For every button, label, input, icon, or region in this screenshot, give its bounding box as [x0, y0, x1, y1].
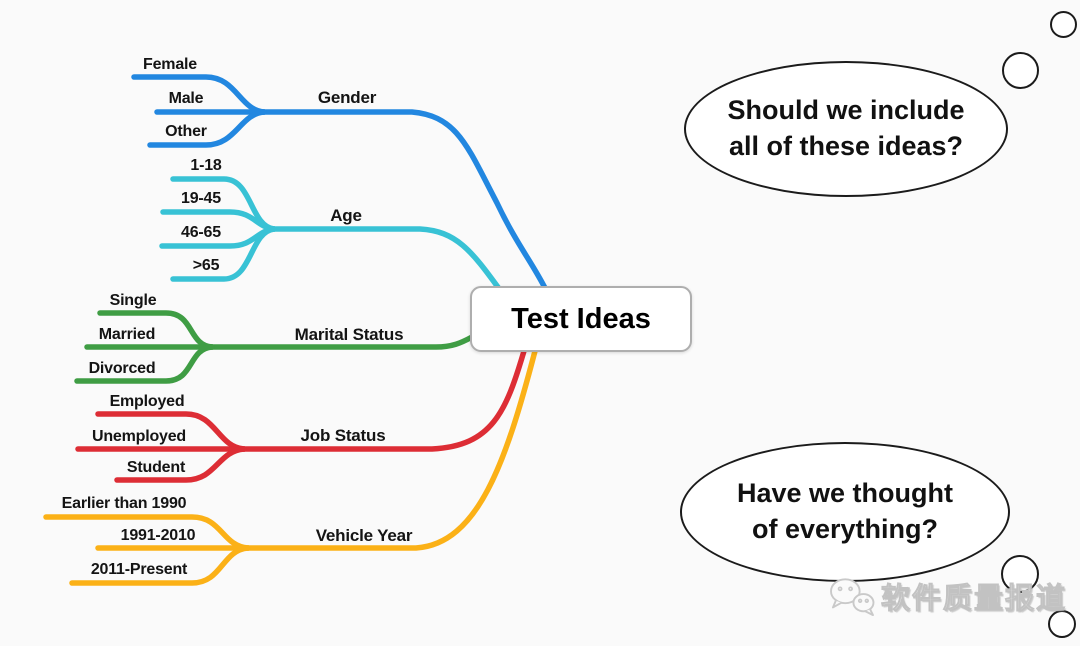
- branch-line-marital-divorced: [74, 344, 215, 384]
- branch-line-age-main: [271, 226, 503, 293]
- thought-trail-circle: [1002, 52, 1039, 89]
- branch-line-job-student: [114, 446, 247, 483]
- branch-line-marital-main: [207, 334, 475, 350]
- gender-branch-lines: [131, 74, 549, 293]
- wechat-logo-icon: [830, 578, 875, 617]
- branch-line-vehicle-main: [245, 348, 538, 551]
- node-label-employed: Employed: [109, 393, 185, 410]
- node-label-gt65: >65: [192, 257, 220, 274]
- node-label-other: Other: [165, 123, 207, 140]
- thought-trail-circle: [1050, 11, 1077, 38]
- age-branch-lines: [159, 176, 503, 293]
- thought-bubble-top-line1: Should we include: [727, 95, 965, 126]
- watermark-text: 软件质量报道: [880, 583, 1068, 616]
- thought-bubble-bottom-line1: Have we thought: [736, 478, 953, 509]
- thought-bubble-bottom-line2: of everything?: [751, 514, 939, 544]
- node-label-married: Married: [98, 326, 156, 343]
- node-label-earlier-1990: Earlier than 1990: [61, 495, 187, 512]
- branch-line-job-main: [241, 348, 527, 452]
- node-label-46-65: 46-65: [181, 224, 221, 241]
- node-label-female: Female: [143, 56, 197, 73]
- branch-label-gender: Gender: [317, 88, 377, 107]
- thought-bubble-top-line2: all of these ideas?: [728, 131, 964, 161]
- thought-bubble-bottom: Have we thought of everything?: [680, 442, 1010, 582]
- node-label-divorced: Divorced: [88, 360, 156, 377]
- branch-line-age-gt65: [170, 226, 277, 282]
- node-label-1991-2010: 1991-2010: [120, 527, 196, 544]
- node-label-1-18: 1-18: [190, 157, 222, 174]
- thought-trail-circle: [1048, 610, 1076, 638]
- thought-trail-circle: [1001, 555, 1039, 593]
- branch-line-gender-main: [261, 109, 549, 293]
- marital-branch-lines: [74, 310, 475, 384]
- center-node-label: Test Ideas: [511, 302, 651, 335]
- branch-line-vehicle-2011: [69, 545, 251, 586]
- branch-label-vehicle: Vehicle Year: [315, 526, 413, 545]
- job-branch-lines: [75, 348, 527, 483]
- thought-bubble-top: Should we include all of these ideas?: [684, 61, 1008, 197]
- node-label-male: Male: [168, 90, 204, 107]
- node-label-student: Student: [126, 459, 186, 476]
- node-label-2011-present: 2011-Present: [90, 561, 188, 578]
- node-label-unemployed: Unemployed: [91, 428, 187, 445]
- watermark: 软件质量报道: [828, 575, 1067, 617]
- branch-label-age: Age: [330, 206, 362, 225]
- node-label-single: Single: [109, 292, 157, 309]
- vehicle-branch-lines: [43, 348, 538, 586]
- branch-label-job: Job Status: [300, 426, 386, 445]
- branch-line-gender-other: [147, 109, 267, 148]
- node-label-19-45: 19-45: [181, 190, 221, 207]
- center-node-test-ideas: Test Ideas: [470, 286, 692, 352]
- branch-label-marital: Marital Status: [294, 325, 404, 344]
